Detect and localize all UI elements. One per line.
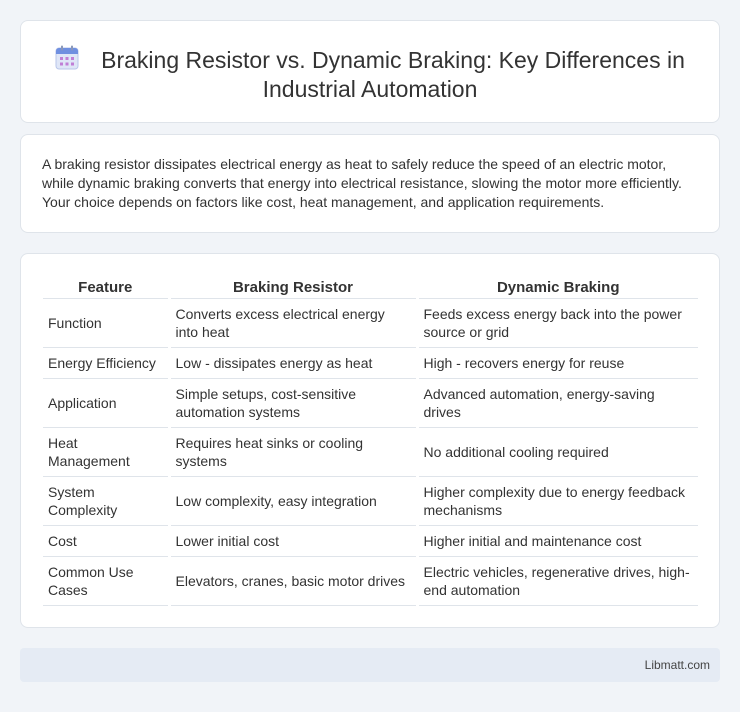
feature-cell: Energy Efficiency bbox=[43, 347, 169, 379]
dynamic-braking-cell: No additional cooling required bbox=[415, 427, 698, 477]
summary-text: A braking resistor dissipates electrical… bbox=[42, 156, 682, 210]
header-braking-resistor: Braking Resistor bbox=[167, 276, 417, 299]
feature-cell: Cost bbox=[43, 525, 169, 557]
table-row: Heat Management Requires heat sinks or c… bbox=[43, 427, 698, 477]
braking-resistor-cell: Elevators, cranes, basic motor drives bbox=[167, 556, 417, 606]
table-row: Application Simple setups, cost-sensitiv… bbox=[43, 378, 698, 428]
braking-resistor-cell: Lower initial cost bbox=[167, 525, 417, 557]
footer: Libmatt.com bbox=[20, 648, 720, 682]
dynamic-braking-cell: Higher complexity due to energy feedback… bbox=[415, 476, 698, 526]
braking-resistor-cell: Low complexity, easy integration bbox=[167, 476, 417, 526]
summary-card: A braking resistor dissipates electrical… bbox=[20, 134, 720, 233]
table-header-row: Feature Braking Resistor Dynamic Braking bbox=[43, 276, 698, 299]
braking-resistor-cell: Low - dissipates energy as heat bbox=[167, 347, 417, 379]
footer-brand: Libmatt.com bbox=[644, 658, 710, 672]
table-row: Cost Lower initial cost Higher initial a… bbox=[43, 525, 698, 557]
feature-cell: Heat Management bbox=[43, 427, 169, 477]
feature-cell: System Complexity bbox=[43, 476, 169, 526]
page-title-wrap: Braking Resistor vs. Dynamic Braking: Ke… bbox=[21, 45, 719, 104]
page-title: Braking Resistor vs. Dynamic Braking: Ke… bbox=[101, 47, 685, 102]
dynamic-braking-cell: Electric vehicles, regenerative drives, … bbox=[415, 556, 698, 606]
braking-resistor-cell: Converts excess electrical energy into h… bbox=[167, 298, 417, 348]
table-card: Feature Braking Resistor Dynamic Braking… bbox=[20, 253, 720, 628]
calendar-icon bbox=[55, 45, 79, 71]
header-dynamic-braking: Dynamic Braking bbox=[415, 276, 698, 299]
header-feature: Feature bbox=[43, 276, 169, 299]
dynamic-braking-cell: Advanced automation, energy-saving drive… bbox=[415, 378, 698, 428]
dynamic-braking-cell: Feeds excess energy back into the power … bbox=[415, 298, 698, 348]
dynamic-braking-cell: Higher initial and maintenance cost bbox=[415, 525, 698, 557]
feature-cell: Function bbox=[43, 298, 169, 348]
braking-resistor-cell: Simple setups, cost-sensitive automation… bbox=[167, 378, 417, 428]
dynamic-braking-cell: High - recovers energy for reuse bbox=[415, 347, 698, 379]
title-card: Braking Resistor vs. Dynamic Braking: Ke… bbox=[20, 20, 720, 123]
feature-cell: Application bbox=[43, 378, 169, 428]
table-row: System Complexity Low complexity, easy i… bbox=[43, 476, 698, 526]
braking-resistor-cell: Requires heat sinks or cooling systems bbox=[167, 427, 417, 477]
table-row: Function Converts excess electrical ener… bbox=[43, 298, 698, 348]
feature-cell: Common Use Cases bbox=[43, 556, 169, 606]
comparison-table: Feature Braking Resistor Dynamic Braking… bbox=[43, 276, 698, 606]
table-row: Energy Efficiency Low - dissipates energ… bbox=[43, 347, 698, 379]
table-row: Common Use Cases Elevators, cranes, basi… bbox=[43, 556, 698, 606]
